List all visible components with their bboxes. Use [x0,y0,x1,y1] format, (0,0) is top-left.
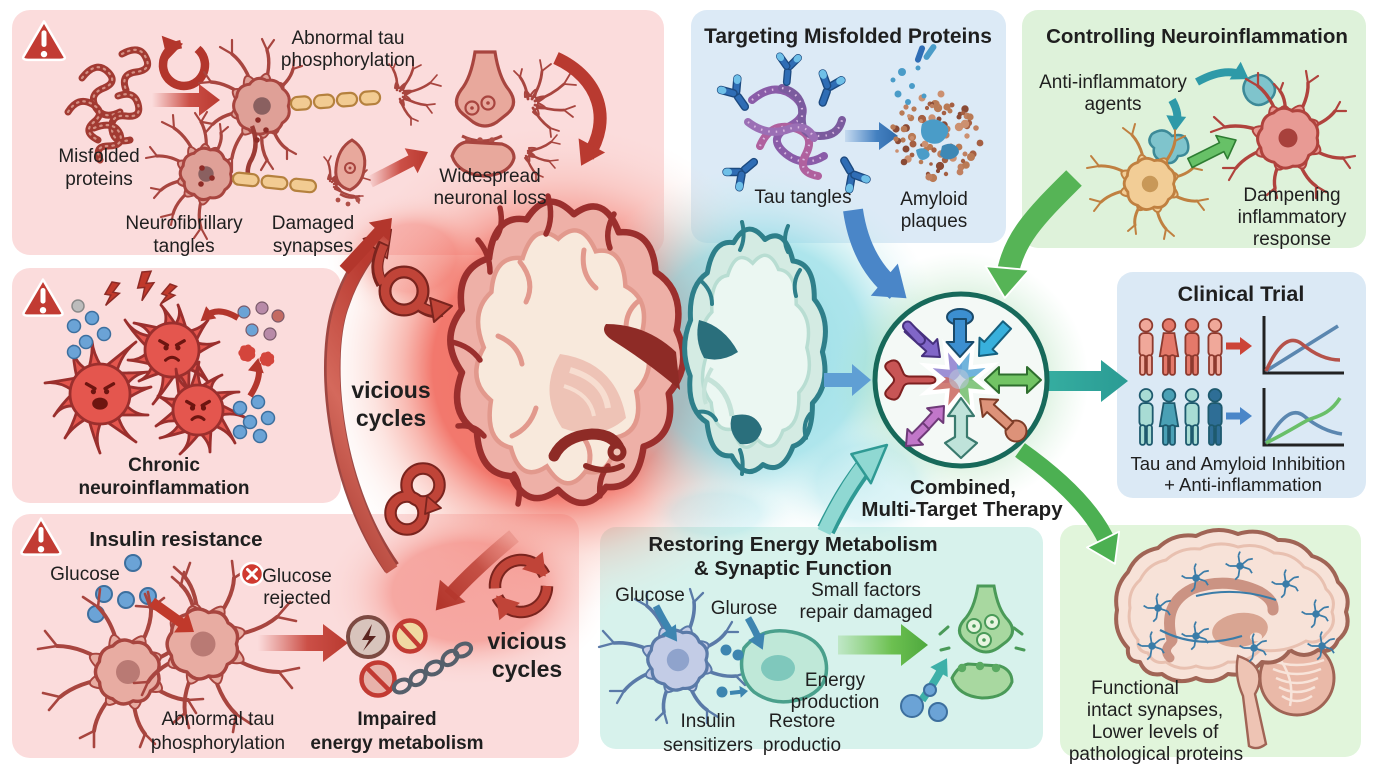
svg-text:Targeting Misfolded Proteins: Targeting Misfolded Proteins [704,25,992,48]
svg-text:Restoring Energy Metabolism: Restoring Energy Metabolism [648,533,937,556]
svg-text:cycles: cycles [356,405,426,431]
svg-text:Abnormal tau: Abnormal tau [161,709,274,730]
svg-text:Insulin: Insulin [681,711,736,732]
svg-text:vicious: vicious [351,377,430,403]
svg-text:Damaged: Damaged [272,213,354,234]
svg-text:phosphorylation: phosphorylation [281,50,415,71]
svg-text:inflammatory: inflammatory [1238,207,1347,228]
svg-text:Restore: Restore [769,711,836,732]
svg-text:productio: productio [763,735,841,756]
svg-text:cycles: cycles [492,656,562,682]
svg-text:synapses: synapses [273,236,353,257]
svg-text:Controlling Neuroinflammation: Controlling Neuroinflammation [1046,25,1348,48]
svg-text:neuroinflammation: neuroinflammation [78,478,249,499]
svg-text:intact synapses,: intact synapses, [1087,700,1223,721]
svg-text:agents: agents [1084,94,1141,115]
svg-text:Insulin resistance: Insulin resistance [89,528,262,551]
svg-text:Glucose: Glucose [615,585,685,606]
svg-text:Functional: Functional [1091,678,1179,699]
svg-text:& Synaptic Function: & Synaptic Function [694,557,892,580]
svg-text:Neurofibrillary: Neurofibrillary [125,213,243,234]
svg-text:Glurose: Glurose [711,598,778,619]
svg-text:tangles: tangles [153,236,214,257]
svg-text:Amyloid: Amyloid [900,189,968,210]
svg-text:rejected: rejected [263,588,331,609]
svg-text:Impaired: Impaired [357,709,436,730]
svg-text:Abnormal tau: Abnormal tau [291,28,404,49]
svg-text:Glucose: Glucose [262,566,332,587]
svg-text:production: production [791,692,880,713]
svg-text:vicious: vicious [487,628,566,654]
svg-text:Lower levels of: Lower levels of [1092,722,1219,743]
svg-text:phosphorylation: phosphorylation [151,733,285,754]
svg-text:Widespread: Widespread [439,166,540,187]
svg-text:Glucose: Glucose [50,564,120,585]
svg-text:Tau tangles: Tau tangles [754,187,851,208]
svg-text:Chronic: Chronic [128,455,200,476]
svg-text:Anti-inflammatory: Anti-inflammatory [1039,72,1187,93]
svg-text:Tau and Amyloid Inhibition: Tau and Amyloid Inhibition [1131,453,1346,474]
svg-text:energy metabolism: energy metabolism [310,733,483,754]
svg-text:sensitizers: sensitizers [663,735,753,756]
svg-text:plaques: plaques [901,211,968,232]
svg-text:Clinical Trial: Clinical Trial [1178,282,1305,306]
svg-text:proteins: proteins [65,169,133,190]
svg-text:+ Anti-inflammation: + Anti-inflammation [1164,474,1322,495]
svg-text:Combined,: Combined, [910,476,1016,499]
svg-text:pathological proteins: pathological proteins [1069,744,1243,765]
svg-text:repair damaged: repair damaged [799,602,932,623]
svg-text:neuronal loss: neuronal loss [433,188,546,209]
svg-text:Energy: Energy [805,670,866,691]
svg-text:Misfolded: Misfolded [58,146,139,167]
svg-text:response: response [1253,229,1331,250]
svg-text:Dampening: Dampening [1243,185,1340,206]
svg-text:Multi-Target Therapy: Multi-Target Therapy [861,498,1063,521]
svg-text:Small factors: Small factors [811,580,921,601]
